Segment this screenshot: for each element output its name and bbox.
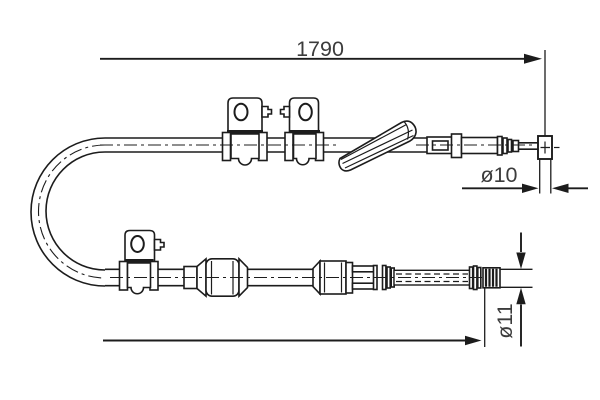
mounting-bracket-2 xyxy=(279,97,325,166)
arrow-right-icon xyxy=(465,335,482,346)
lower-cable-run xyxy=(105,229,533,299)
dimension-diameter-11: ø11 xyxy=(493,232,526,347)
barrel-cone-right xyxy=(238,256,249,299)
arrow-right-icon xyxy=(522,183,539,193)
clamp-washer xyxy=(118,260,129,291)
boot-body xyxy=(338,120,417,172)
drum-center-mark xyxy=(540,141,550,154)
upper-cable-run xyxy=(30,97,560,287)
u-bend-outer-line xyxy=(30,137,106,287)
clamp-band xyxy=(227,130,263,135)
u-bend-inner-line xyxy=(45,151,106,271)
protective-boot xyxy=(338,120,417,172)
bracket-hole xyxy=(130,235,145,253)
dimension-overall-length: 1790 xyxy=(100,37,546,136)
arrow-right-icon xyxy=(524,53,542,64)
sleeve-collar xyxy=(450,133,463,159)
bracket-plate xyxy=(124,229,156,263)
clamp-band xyxy=(289,130,320,135)
ribbed-end-cap xyxy=(482,266,501,289)
clamp-block xyxy=(230,133,260,166)
arrow-left-icon xyxy=(552,183,569,193)
bracket-tab xyxy=(279,105,291,118)
overall-length-label: 1790 xyxy=(296,37,344,61)
mounting-bracket-1 xyxy=(221,97,273,166)
boot-line xyxy=(340,123,407,161)
fork-prong-bottom xyxy=(351,282,376,290)
fork-prong-top xyxy=(351,265,376,273)
boot-line xyxy=(342,129,413,165)
mounting-bracket-3 xyxy=(118,229,165,295)
upper-diameter-label: ø10 xyxy=(480,163,517,187)
bracket-hole xyxy=(298,102,313,122)
clamp-band xyxy=(124,259,154,264)
bracket-hole xyxy=(233,102,249,122)
dimension-lower-length xyxy=(103,288,486,347)
clamp-block xyxy=(126,262,152,295)
bracket-tab xyxy=(261,105,273,118)
cylinder-cap-lines xyxy=(323,262,343,293)
dimension-diameter-10: ø10 xyxy=(462,159,588,194)
arrow-down-icon xyxy=(516,252,526,269)
clamp-block xyxy=(292,133,317,166)
arrow-up-icon xyxy=(516,287,526,305)
boot-line xyxy=(344,134,414,169)
lower-diameter-label: ø11 xyxy=(493,303,517,338)
clamp-washer xyxy=(284,131,294,162)
bracket-tab xyxy=(153,238,165,251)
cable-u-bend xyxy=(30,137,106,287)
rod-collar xyxy=(512,139,520,153)
u-bend-centerline xyxy=(37,144,106,279)
bracket-plate xyxy=(227,97,263,134)
clamp-washer xyxy=(221,131,232,162)
cap-ribs xyxy=(484,268,498,287)
boot-end-arc xyxy=(403,121,410,140)
